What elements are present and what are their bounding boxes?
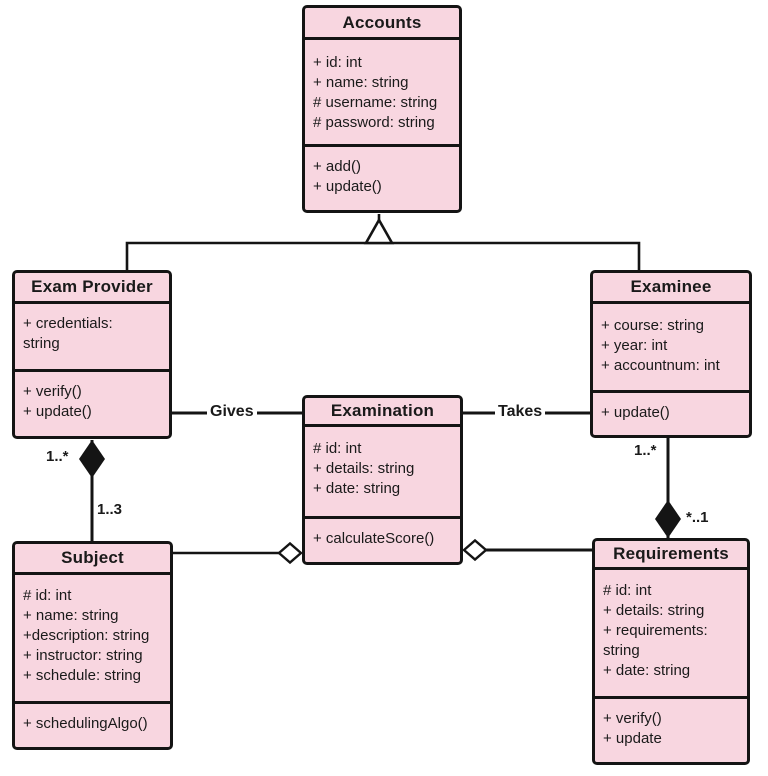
class-methods: + add() + update() (313, 158, 382, 195)
class-title: Requirements (595, 541, 747, 570)
class-methods: + verify() + update (603, 710, 662, 747)
class-examinee: Examinee + course: string + year: int + … (590, 270, 752, 438)
association-label-takes: Takes (495, 403, 546, 421)
class-title: Examination (305, 398, 460, 427)
class-methods: + verify() + update() (23, 383, 92, 420)
generalization-connector (125, 241, 641, 270)
aggregation-diamond-left (277, 541, 303, 565)
class-methods: + calculateScore() (313, 530, 435, 547)
class-title: Examinee (593, 273, 749, 304)
class-attributes: # id: int + name: string +description: s… (15, 575, 170, 704)
class-exam-provider: Exam Provider + credentials: string + ve… (12, 270, 172, 439)
aggregation-diamond-right (462, 538, 488, 562)
class-accounts: Accounts + id: int + name: string # user… (302, 5, 462, 213)
class-attributes: + course: string + year: int + accountnu… (593, 304, 749, 393)
multiplicity-subject: 1..3 (97, 501, 123, 518)
class-methods: + update() (601, 404, 670, 421)
class-attributes: # id: int + details: string + date: stri… (305, 427, 460, 519)
generalization-triangle-arrowhead (363, 217, 395, 245)
class-attributes: # id: int + details: string + requiremen… (595, 570, 747, 699)
class-examination: Examination # id: int + details: string … (302, 395, 463, 565)
class-title: Subject (15, 544, 170, 575)
class-attributes: + credentials: string (15, 304, 169, 372)
multiplicity-requirements: *..1 (686, 509, 709, 526)
multiplicity-examinee: 1..* (634, 442, 657, 459)
class-methods: + schedulingAlgo() (23, 715, 148, 732)
class-title: Exam Provider (15, 273, 169, 304)
class-subject: Subject # id: int + name: string +descri… (12, 541, 173, 750)
composition-diamond-provider (79, 440, 105, 478)
association-label-gives: Gives (207, 403, 257, 421)
class-attributes: + id: int + name: string # username: str… (305, 40, 459, 147)
composition-diamond-requirements (655, 500, 681, 538)
multiplicity-exam-provider: 1..* (46, 448, 69, 465)
class-requirements: Requirements # id: int + details: string… (592, 538, 750, 765)
class-title: Accounts (305, 8, 459, 40)
